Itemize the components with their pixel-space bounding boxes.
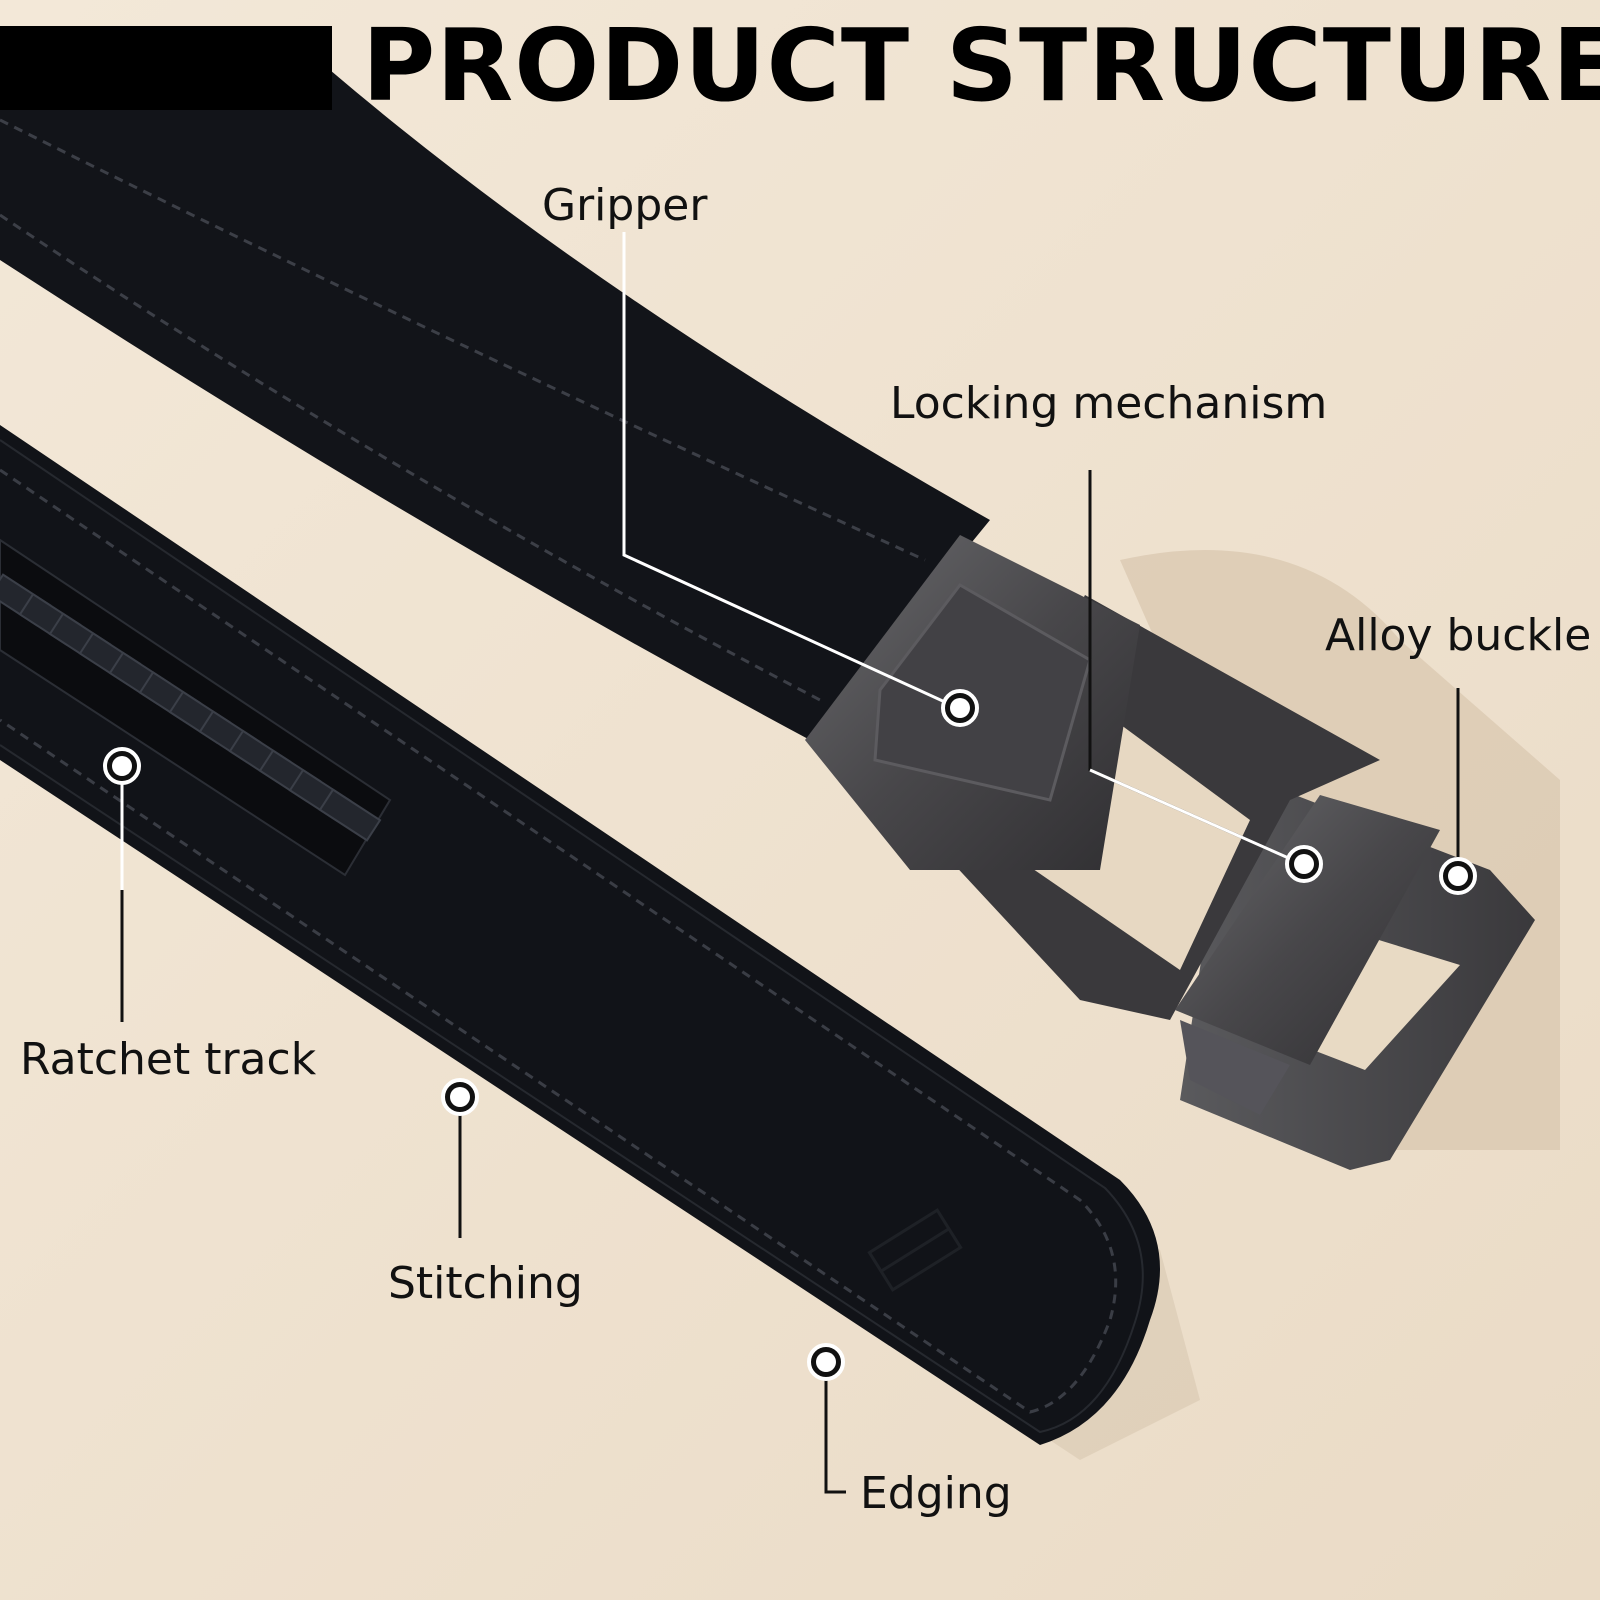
upper-strap bbox=[0, 70, 990, 740]
alloy-buckle-marker bbox=[1439, 857, 1477, 895]
ratchet-tooth bbox=[318, 788, 382, 842]
label-alloy-buckle: Alloy buckle bbox=[1325, 610, 1592, 661]
title-accent-bar bbox=[0, 26, 332, 110]
label-edging: Edging bbox=[860, 1468, 1012, 1519]
edging-callout-line bbox=[824, 1360, 846, 1494]
label-ratchet-track: Ratchet track bbox=[20, 1034, 317, 1085]
ratchet-teeth bbox=[0, 573, 382, 842]
label-locking-mechanism: Locking mechanism bbox=[890, 378, 1328, 429]
upper-strap-stitch-bottom bbox=[0, 213, 821, 702]
edging-marker bbox=[807, 1343, 845, 1381]
ratchet-track-marker bbox=[103, 747, 141, 785]
embossed-logo bbox=[867, 1208, 963, 1292]
locking-mechanism-marker bbox=[1285, 845, 1323, 883]
lower-strap bbox=[0, 425, 1160, 1445]
locking-bar bbox=[1175, 795, 1440, 1065]
stitching-marker bbox=[441, 1078, 479, 1116]
label-gripper: Gripper bbox=[542, 180, 708, 231]
label-stitching: Stitching bbox=[388, 1258, 583, 1309]
gripper-lever bbox=[873, 583, 1092, 802]
gripper-marker bbox=[941, 689, 979, 727]
page-title: PRODUCT STRUCTURE bbox=[362, 7, 1600, 124]
locking-mechanism-callout-line-bottom bbox=[1089, 768, 1303, 866]
buckle-tab bbox=[1180, 1020, 1290, 1115]
lower-strap-edging bbox=[0, 439, 1144, 1434]
gripper-callout-line bbox=[622, 232, 959, 710]
